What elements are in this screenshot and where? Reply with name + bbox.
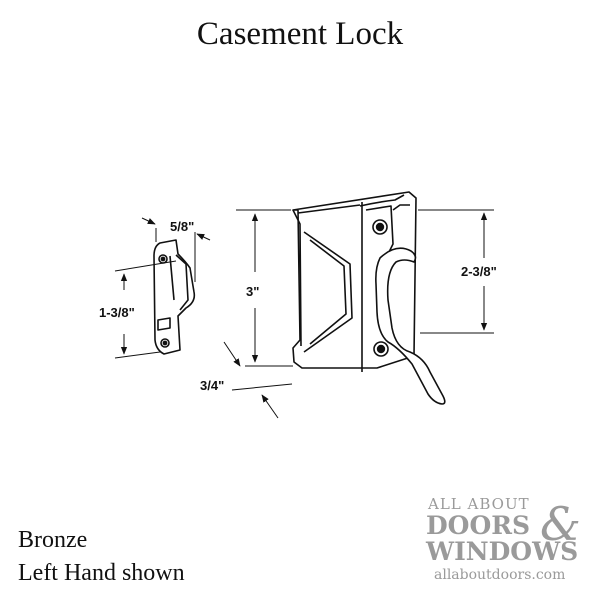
lock-depth-dimension — [223, 341, 293, 419]
lock-height-dimension — [236, 209, 293, 367]
keeper-height-label: 1-3/8" — [99, 305, 135, 320]
keeper-width-dimension — [141, 217, 211, 282]
lock-body — [292, 191, 417, 372]
keeper-width-label: 5/8" — [170, 219, 194, 234]
logo-url: allaboutdoors.com — [434, 567, 566, 583]
keeper-plate — [153, 239, 196, 355]
logo-line-1: ALL ABOUT — [428, 495, 530, 513]
lock-depth-label: 3/4" — [200, 378, 224, 393]
screw-spacing-label: 2-3/8" — [461, 264, 497, 279]
brand-logo: ALL ABOUT & DOORS WINDOWS allaboutdoors.… — [424, 495, 594, 587]
page-title: Casement Lock — [196, 16, 404, 52]
finish-caption: Bronze — [18, 527, 88, 553]
lever-handle — [375, 247, 446, 405]
logo-line-2: DOORS — [426, 511, 531, 540]
hand-caption: Left Hand shown — [18, 560, 185, 586]
keeper-height-dimension — [114, 260, 177, 359]
logo-line-3: WINDOWS — [426, 537, 579, 566]
logo-ampersand: & — [540, 497, 581, 551]
lock-height-label: 3" — [246, 284, 259, 299]
screw-spacing-dimension — [418, 209, 494, 334]
